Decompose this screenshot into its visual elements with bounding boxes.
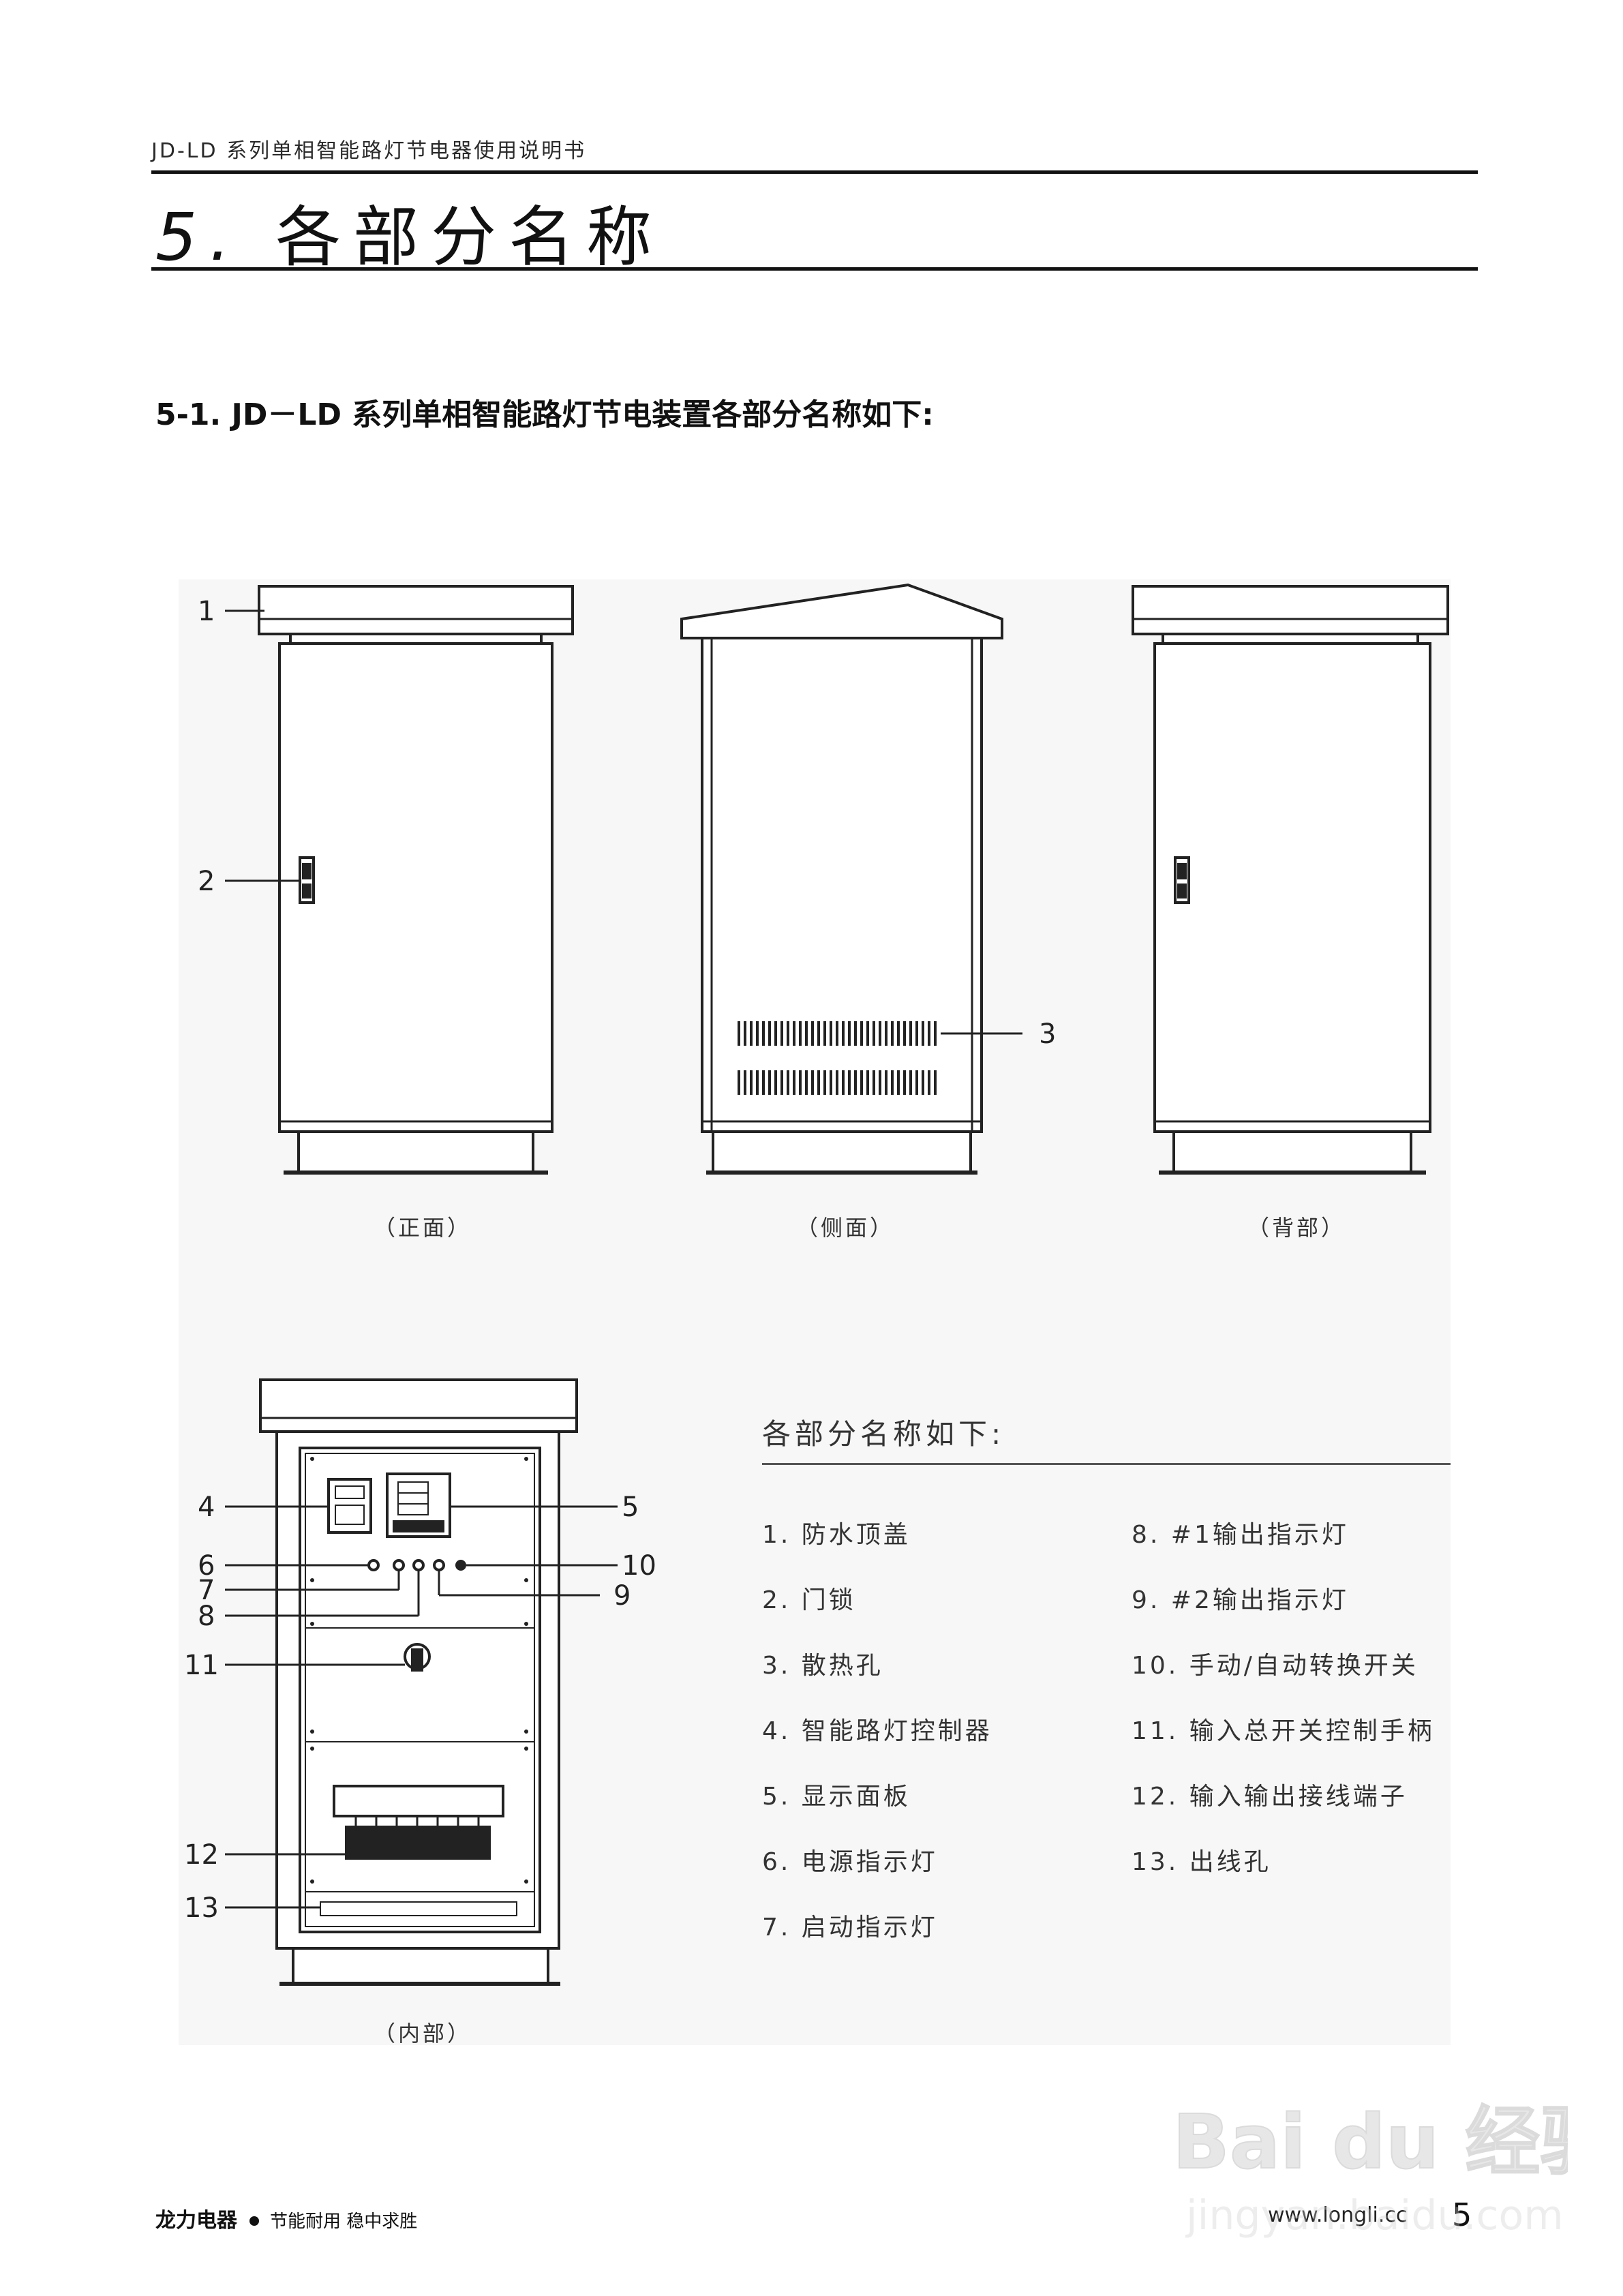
caption-side: （侧面） [796, 1215, 895, 1241]
callout-2: 2 [198, 866, 215, 897]
screw [310, 1457, 314, 1461]
callout-10: 10 [622, 1550, 656, 1582]
screw [524, 1578, 528, 1582]
waterproof-top-cover [258, 585, 574, 635]
screw [310, 1747, 314, 1751]
callout-8: 8 [198, 1601, 215, 1632]
screw [524, 1747, 528, 1751]
legend-item-6: 6. 电源指示灯 [762, 1848, 938, 1876]
screw [524, 1457, 528, 1461]
baidu-jingyan-watermark-icon: Bai du 经验 jingyan.baidu.com [1172, 2098, 1568, 2239]
callout-9: 9 [613, 1580, 631, 1612]
front-view [258, 585, 574, 1175]
svg-text:jingyan.baidu.com: jingyan.baidu.com [1185, 2192, 1564, 2239]
caption-back: （背部） [1247, 1215, 1346, 1241]
power-indicator [367, 1559, 380, 1571]
footer-brand-line: 龙力电器 节能耐用 稳中求胜 [155, 2203, 417, 2233]
legend-item-13: 13. 出线孔 [1132, 1848, 1271, 1876]
callout-3: 3 [1039, 1018, 1056, 1050]
subsection-title: 5-1. JD－LD 系列单相智能路灯节电装置各部分名称如下: [155, 397, 934, 432]
callout-7: 7 [198, 1575, 215, 1606]
footer-slogan: 节能耐用 稳中求胜 [270, 2211, 418, 2232]
bullet-dot-icon [249, 2216, 259, 2226]
callout-1: 1 [198, 596, 215, 627]
inside-view [259, 1378, 578, 1986]
legend-item-12: 12. 输入输出接线端子 [1132, 1783, 1408, 1811]
sloped-top-cover [680, 583, 1003, 639]
start-indicator [393, 1559, 405, 1571]
terminal-pins [354, 1816, 480, 1834]
output1-indicator [412, 1559, 425, 1571]
output2-indicator [433, 1559, 445, 1571]
caption-inside: （内部） [374, 2021, 472, 2046]
screw [524, 1879, 528, 1884]
footer-brand: 龙力电器 [155, 2209, 237, 2233]
legend-item-11: 11. 输入总开关控制手柄 [1132, 1717, 1435, 1745]
page-number: 5 [1452, 2196, 1472, 2233]
back-view [1132, 585, 1449, 1175]
title-rule-top [151, 170, 1478, 174]
legend-item-8: 8. #1输出指示灯 [1132, 1521, 1349, 1549]
screw [310, 1729, 314, 1734]
section-number: 5. [155, 199, 243, 275]
footer-url[interactable]: www.longli.cc [1268, 2203, 1408, 2227]
panel-screws [310, 1457, 528, 1884]
legend-item-10: 10. 手动/自动转换开关 [1132, 1652, 1419, 1680]
screw [524, 1622, 528, 1626]
cable-outlet [320, 1901, 517, 1916]
callout-12: 12 [184, 1839, 219, 1871]
side-view [680, 583, 1003, 1175]
legend-item-1: 1. 防水顶盖 [762, 1521, 911, 1549]
legend-item-2: 2. 门锁 [762, 1586, 856, 1614]
leader-lines [225, 609, 1022, 1909]
callout-4: 4 [198, 1492, 215, 1523]
document-header: JD-LD 系列单相智能路灯节电器使用说明书 [151, 139, 587, 163]
legend-item-5: 5. 显示面板 [762, 1783, 911, 1811]
screw [310, 1622, 314, 1626]
screw [310, 1879, 314, 1884]
legend-title: 各部分名称如下: [762, 1417, 1005, 1451]
mode-switch [455, 1560, 466, 1571]
callout-numbers: 1 2 3 4 5 6 7 8 9 10 11 12 13 [184, 596, 1056, 1924]
section-title-text: 各部分名称 [275, 199, 665, 275]
callout-13: 13 [184, 1892, 219, 1924]
caption-front: （正面） [374, 1215, 472, 1241]
legend-item-3: 3. 散热孔 [762, 1652, 883, 1680]
callout-6: 6 [198, 1550, 215, 1582]
svg-text:Bai du 经验: Bai du 经验 [1172, 2098, 1568, 2186]
cabinet-body [278, 642, 553, 1133]
screw [524, 1729, 528, 1734]
section-title: 5. 各部分名称 [155, 184, 664, 279]
legend-item-7: 7. 启动指示灯 [762, 1914, 938, 1942]
vent-slots [738, 1021, 937, 1095]
callout-5: 5 [622, 1492, 639, 1523]
terminal-block [345, 1826, 491, 1860]
legend-rule [762, 1463, 1451, 1465]
legend-item-9: 9. #2输出指示灯 [1132, 1586, 1349, 1614]
legend-item-4: 4. 智能路灯控制器 [762, 1717, 992, 1745]
callout-11: 11 [184, 1650, 219, 1681]
title-rule-bottom [151, 267, 1478, 271]
screw [310, 1578, 314, 1582]
